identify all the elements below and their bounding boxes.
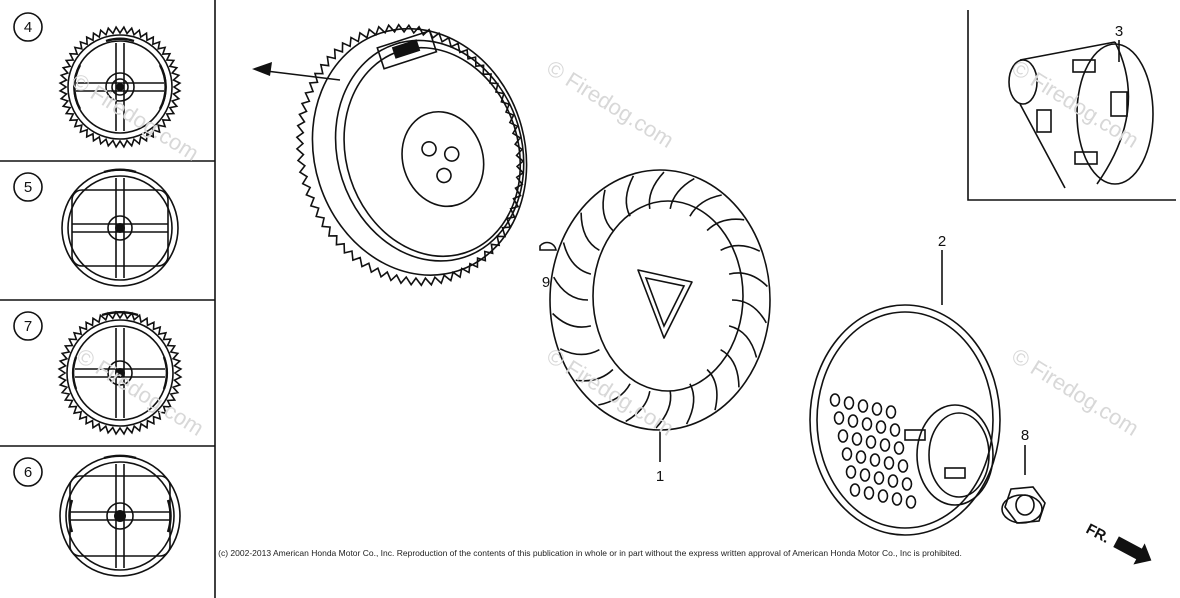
callout-8[interactable]: 8 bbox=[1021, 427, 1029, 475]
gear-teeth bbox=[57, 310, 183, 436]
callout-6[interactable]: 6 bbox=[13, 457, 43, 487]
main-flywheel[interactable] bbox=[252, 0, 560, 315]
svg-text:7: 7 bbox=[24, 318, 32, 335]
vent-holes bbox=[829, 393, 917, 509]
flange-nut[interactable] bbox=[1001, 486, 1046, 524]
svg-text:8: 8 bbox=[1021, 427, 1029, 444]
svg-text:3: 3 bbox=[1115, 23, 1123, 40]
svg-text:FR.: FR. bbox=[1083, 521, 1112, 547]
reference-arrow-line bbox=[257, 69, 341, 81]
starter-collar[interactable] bbox=[1008, 41, 1154, 189]
callout-2[interactable]: 2 bbox=[938, 233, 946, 305]
watermark: © Firedog.com bbox=[1007, 55, 1143, 153]
starter-pulley[interactable] bbox=[809, 304, 1001, 536]
svg-text:6: 6 bbox=[24, 464, 32, 481]
variant-5-flywheel[interactable] bbox=[61, 168, 179, 287]
variant-panel: 4 5 7 6 bbox=[0, 0, 216, 598]
callout-9[interactable]: 9 bbox=[542, 274, 550, 291]
variant-4-flywheel[interactable] bbox=[58, 25, 182, 149]
gear-teeth bbox=[58, 25, 182, 149]
woodruff-key[interactable] bbox=[539, 241, 557, 251]
callout-5[interactable]: 5 bbox=[13, 172, 43, 202]
variant-7-flywheel[interactable] bbox=[57, 310, 183, 436]
svg-text:2: 2 bbox=[938, 233, 946, 250]
front-direction-indicator: FR. bbox=[1083, 521, 1152, 565]
callout-7[interactable]: 7 bbox=[13, 311, 43, 341]
svg-text:4: 4 bbox=[24, 19, 32, 36]
arrow-left-icon bbox=[252, 62, 272, 76]
svg-text:1: 1 bbox=[656, 468, 664, 485]
variant-6-flywheel[interactable] bbox=[59, 454, 181, 577]
callout-3[interactable]: 3 bbox=[1115, 23, 1123, 62]
watermark: © Firedog.com bbox=[542, 55, 678, 153]
arrow-right-icon bbox=[1113, 536, 1152, 565]
callout-4[interactable]: 4 bbox=[13, 12, 43, 42]
cooling-fan[interactable] bbox=[549, 169, 771, 431]
watermarks: © Firedog.com © Firedog.com © Firedog.co… bbox=[67, 55, 1143, 441]
inset-panel bbox=[967, 10, 1176, 201]
callout-1[interactable]: 1 bbox=[656, 430, 664, 485]
svg-text:9: 9 bbox=[542, 274, 550, 291]
copyright-notice: (c) 2002-2013 American Honda Motor Co., … bbox=[218, 548, 962, 558]
svg-text:5: 5 bbox=[24, 179, 32, 196]
fan-blades bbox=[552, 171, 768, 429]
